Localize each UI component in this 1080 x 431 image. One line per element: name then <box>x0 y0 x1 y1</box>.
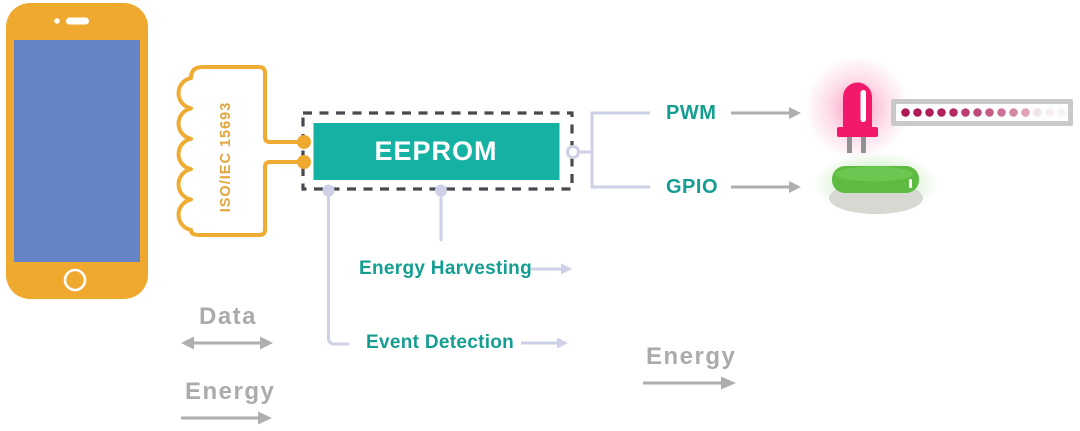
data-label: Data <box>199 303 258 330</box>
led-strip-dot <box>1009 108 1018 117</box>
energy-arrowhead-right <box>721 376 736 390</box>
led-strip-dot <box>1045 108 1054 117</box>
led-strip-dot <box>1057 108 1066 117</box>
right-pin <box>566 145 580 159</box>
bottom-pin-right <box>435 184 447 197</box>
antenna-coil-path <box>176 65 305 237</box>
camera-dot-icon <box>54 18 60 24</box>
led-strip-dots <box>901 108 1066 117</box>
legend-arrows <box>181 336 736 425</box>
button-cap-sheen <box>835 166 913 182</box>
led-strip-dot <box>913 108 922 117</box>
event-detection-arrowhead <box>557 337 568 349</box>
led-flange <box>837 127 878 137</box>
energy-label-left: Energy <box>185 378 276 405</box>
led-strip-dot <box>1033 108 1042 117</box>
led-highlight <box>860 90 866 122</box>
nfc-antenna-icon <box>176 65 305 237</box>
phone-icon <box>6 3 148 299</box>
iso-standard-label: ISO/IEC 15693 <box>218 101 234 213</box>
gpio-label: GPIO <box>666 176 719 198</box>
led-strip-dot <box>973 108 982 117</box>
home-button-icon <box>63 268 87 292</box>
output-branch-wire <box>578 111 650 189</box>
led-strip-dot <box>937 108 946 117</box>
led-leg-left <box>847 137 852 153</box>
data-arrowhead-right <box>260 336 273 350</box>
led-strip-dot <box>997 108 1006 117</box>
led-strip-dot <box>1021 108 1030 117</box>
led-strip-dot <box>949 108 958 117</box>
led-strip-dot <box>985 108 994 117</box>
led-icon <box>837 82 878 153</box>
gpio-arrowhead <box>789 181 801 193</box>
energy-label-right: Energy <box>646 343 737 370</box>
energy-harvesting-arrowhead <box>561 263 572 275</box>
led-strip-dot <box>925 108 934 117</box>
eeprom-connectors <box>327 111 650 346</box>
eeprom-block <box>313 123 560 180</box>
push-button-icon <box>829 166 923 214</box>
bottom-pin-left <box>322 184 335 197</box>
data-arrowhead-left <box>181 336 194 350</box>
button-tick <box>909 179 912 188</box>
led-strip-icon <box>891 99 1073 126</box>
led-body <box>843 82 872 130</box>
pwm-arrowhead <box>789 107 801 119</box>
phone-screen <box>14 40 140 262</box>
speaker-slot-icon <box>66 17 89 25</box>
antenna-pin-top <box>297 135 311 149</box>
antenna-pin-bottom <box>297 155 311 169</box>
feature-arrows <box>521 263 572 349</box>
output-arrows <box>731 107 801 193</box>
event-detection-wire <box>327 188 350 346</box>
pwm-label: PWM <box>666 102 717 124</box>
led-strip-dot <box>961 108 970 117</box>
led-strip-dot <box>901 108 910 117</box>
energy-arrowhead-left <box>258 411 272 425</box>
event-detection-label: Event Detection <box>366 332 515 353</box>
led-leg-right <box>861 137 866 153</box>
eeprom-label: EEPROM <box>374 136 498 166</box>
energy-harvesting-label: Energy Harvesting <box>359 258 532 279</box>
